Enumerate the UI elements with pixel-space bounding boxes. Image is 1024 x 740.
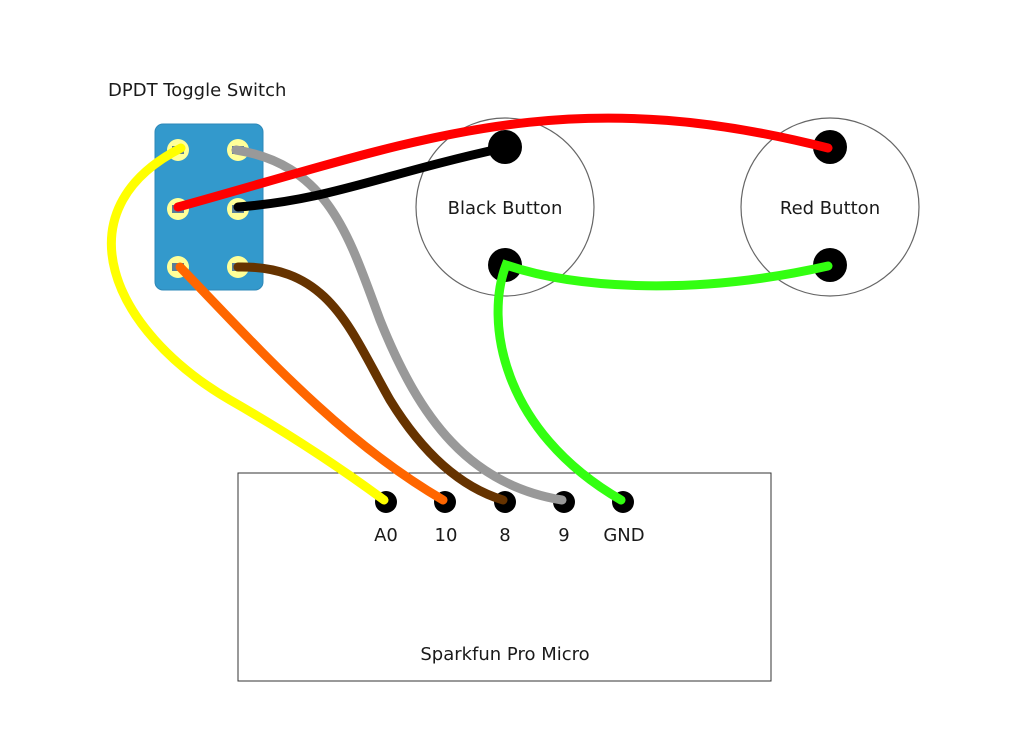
red-button-label: Red Button — [780, 198, 880, 219]
board-label: Sparkfun Pro Micro — [420, 644, 589, 665]
pin-label-9: 9 — [558, 525, 569, 546]
orange-wire — [175, 262, 448, 505]
green-wire — [493, 259, 833, 505]
red-wire — [173, 113, 833, 212]
pin-label-a0: A0 — [374, 525, 398, 546]
black-button-label: Black Button — [448, 198, 563, 219]
brown-wire — [233, 262, 508, 505]
gray-wire — [231, 145, 567, 505]
switch-label: DPDT Toggle Switch — [108, 80, 286, 101]
pin-label-10: 10 — [435, 525, 458, 546]
wires — [107, 113, 833, 505]
pin-label-gnd: GND — [603, 525, 644, 546]
yellow-wire — [107, 143, 389, 505]
pin-label-8: 8 — [499, 525, 510, 546]
red-button — [740, 117, 920, 297]
black-wire — [233, 143, 508, 212]
